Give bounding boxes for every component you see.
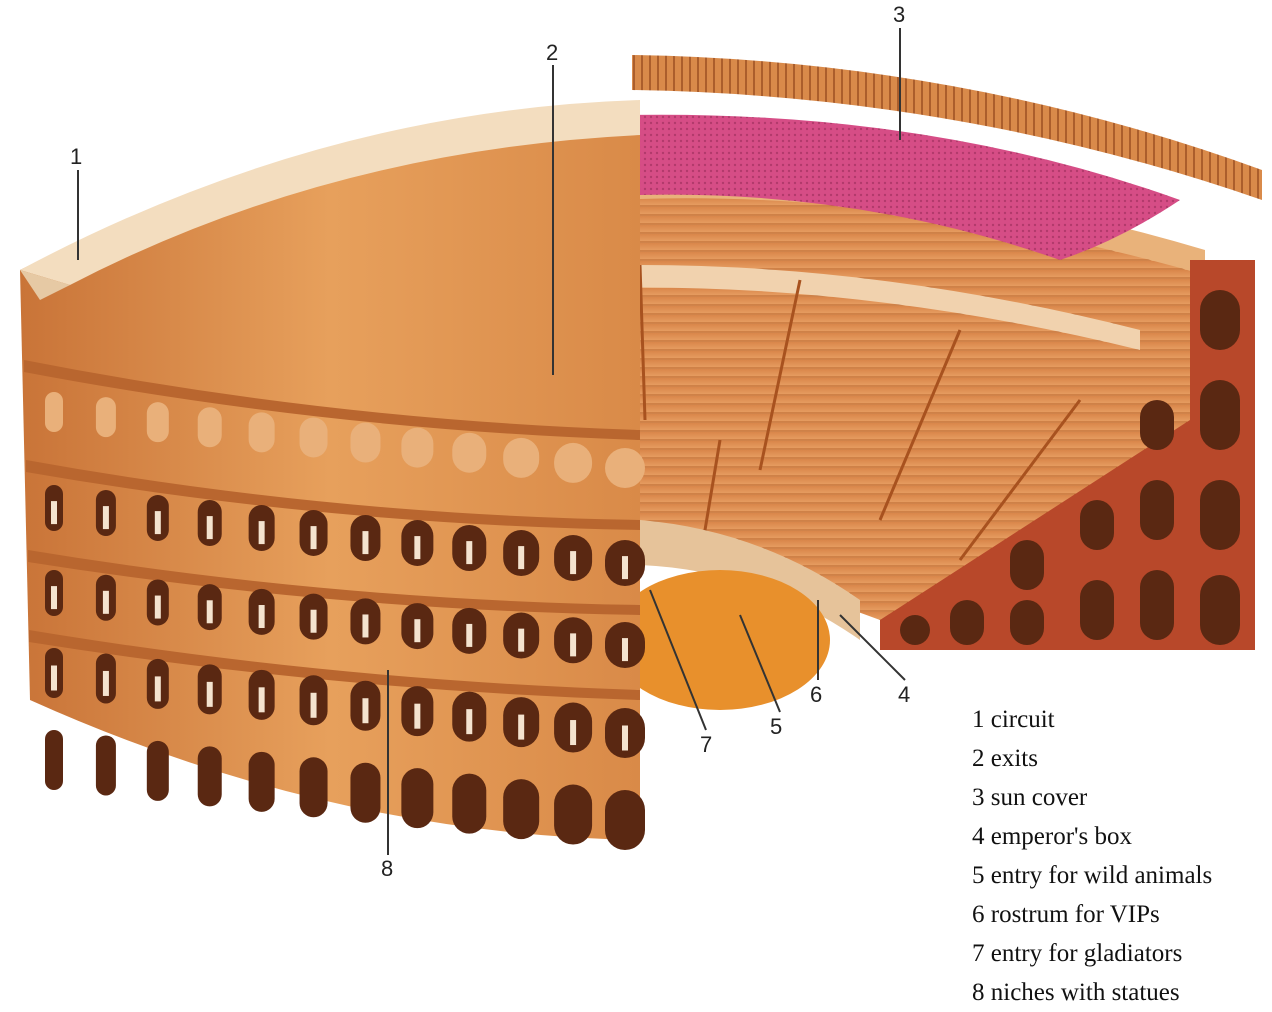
legend-item: 5 entry for wild animals (972, 856, 1212, 895)
statue (622, 726, 628, 751)
arch (401, 768, 433, 828)
arch (300, 757, 328, 817)
callout-5: 5 (770, 716, 782, 738)
legend-item: 3 sun cover (972, 778, 1212, 817)
arch (45, 392, 63, 432)
callout-1: 1 (70, 146, 82, 168)
statue (103, 671, 109, 696)
outer-wall (20, 100, 640, 840)
arch (147, 741, 169, 801)
legend-item: 6 rostrum for VIPs (972, 895, 1212, 934)
statue (622, 638, 628, 661)
callout-4: 4 (898, 684, 910, 706)
statue (570, 720, 576, 745)
statue (51, 586, 57, 609)
statue (259, 687, 265, 712)
callout-2: 2 (546, 42, 558, 64)
arch (554, 443, 592, 483)
statue (466, 709, 472, 734)
statue (362, 614, 368, 637)
statue (466, 624, 472, 647)
statue (51, 666, 57, 691)
statue (207, 516, 213, 539)
arch (300, 417, 328, 457)
arch (198, 746, 222, 806)
statue (362, 698, 368, 723)
arch (503, 779, 539, 839)
statue (570, 633, 576, 656)
statue (155, 511, 161, 534)
callout-6: 6 (810, 684, 822, 706)
arch (452, 774, 486, 834)
statue (207, 600, 213, 623)
arch (452, 433, 486, 473)
callout-8: 8 (381, 858, 393, 880)
statue (518, 629, 524, 652)
statue (518, 715, 524, 740)
arch (198, 407, 222, 447)
arch (605, 790, 645, 850)
arch (249, 412, 275, 452)
statue (207, 682, 213, 707)
statue (518, 546, 524, 569)
legend-item: 4 emperor's box (972, 817, 1212, 856)
legend: 1 circuit 2 exits 3 sun cover 4 emperor'… (972, 700, 1212, 1012)
arch (96, 735, 116, 795)
statue (311, 693, 317, 718)
callout-7: 7 (700, 734, 712, 756)
arch (249, 752, 275, 812)
statue (362, 531, 368, 554)
arch (503, 438, 539, 478)
statue (414, 704, 420, 729)
statue (311, 526, 317, 549)
statue (466, 541, 472, 564)
statue (155, 596, 161, 619)
statue (259, 605, 265, 628)
arch (350, 423, 380, 463)
legend-item: 1 circuit (972, 700, 1212, 739)
statue (622, 556, 628, 579)
statue (103, 506, 109, 529)
arch (96, 397, 116, 437)
statue (311, 610, 317, 633)
arch (554, 785, 592, 845)
arch (350, 763, 380, 823)
statue (103, 591, 109, 614)
callout-3: 3 (893, 4, 905, 26)
legend-item: 2 exits (972, 739, 1212, 778)
statue (414, 536, 420, 559)
statue (155, 676, 161, 701)
arch (605, 448, 645, 488)
statue (51, 501, 57, 524)
statue (414, 619, 420, 642)
statue (570, 551, 576, 574)
arch (45, 730, 63, 790)
legend-item: 8 niches with statues (972, 973, 1212, 1012)
arch (401, 428, 433, 468)
legend-item: 7 entry for gladiators (972, 934, 1212, 973)
statue (259, 521, 265, 544)
arch (147, 402, 169, 442)
